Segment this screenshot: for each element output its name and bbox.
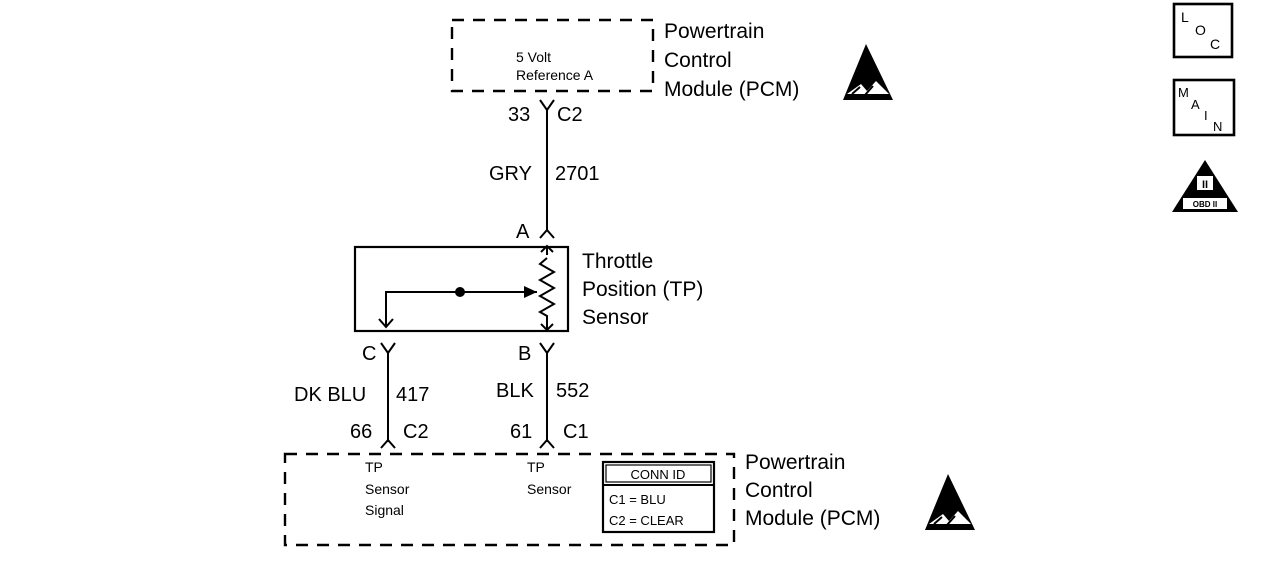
tp-wiper-arm — [385, 291, 537, 327]
main-letter-a: A — [1191, 97, 1200, 112]
conn-id-table: CONN ID C1 = BLU C2 = CLEAR — [601, 460, 716, 534]
loc-letter-c: C — [1210, 36, 1220, 52]
tp-wiper-down-arrow — [378, 318, 394, 329]
top-pcm-box — [450, 18, 655, 93]
wire-gry-circuit: 2701 — [555, 163, 600, 185]
wire-blk-circuit: 552 — [556, 380, 589, 402]
sensor-terminal-a: A — [516, 221, 530, 243]
wire-dkblu-color: DK BLU — [294, 384, 366, 406]
wire-dkblu-pin: 66 — [350, 421, 372, 443]
sensor-terminal-c: C — [362, 343, 376, 365]
esd-warning-icon — [925, 474, 975, 530]
wire-dkblu-circuit: 417 — [396, 384, 429, 406]
top-pcm-circuit-label-line1: 5 Volt — [516, 49, 551, 65]
bottom-pcm-signal-label-line1: TP — [365, 459, 383, 475]
tp-resistor — [537, 244, 557, 332]
obd-label: OBD II — [1193, 200, 1217, 209]
bottom-pcm-name-line2: Control — [745, 479, 813, 502]
pcm-pin-66-connector-symbol — [380, 438, 396, 449]
pcm-pin-61-connector-symbol — [539, 438, 555, 449]
tp-wiper-pivot — [455, 287, 465, 297]
main-letter-n: N — [1213, 119, 1222, 134]
wire-gry-pin: 33 — [508, 104, 530, 126]
loc-letter-o: O — [1195, 22, 1206, 38]
bottom-pcm-name-line1: Powertrain — [745, 451, 845, 474]
wire-gry-connector: C2 — [557, 104, 583, 126]
sensor-terminal-b: B — [518, 343, 531, 365]
conn-id-title: CONN ID — [631, 467, 686, 482]
wire-blk-color: BLK — [496, 380, 534, 402]
loc-letter-l: L — [1181, 9, 1189, 25]
tp-sensor-name-line1: Throttle — [582, 250, 653, 273]
bottom-pcm-name-line3: Module (PCM) — [745, 507, 880, 530]
top-pcm-name-line2: Control — [664, 49, 732, 72]
main-letter-m: M — [1178, 85, 1189, 100]
bottom-pcm-ground-label-line2: Sensor — [527, 481, 572, 497]
bottom-pcm-signal-label-line2: Sensor — [365, 481, 410, 497]
bottom-pcm-box — [283, 452, 736, 547]
esd-warning-icon — [843, 44, 893, 100]
wire-gry-color: GRY — [489, 163, 532, 185]
sensor-terminal-a-connector-symbol — [539, 228, 555, 239]
wire-dkblu-connector: C2 — [403, 421, 429, 443]
obd-ii-icon[interactable]: II OBD II — [1172, 160, 1238, 212]
loc-icon[interactable]: L O C — [1172, 2, 1234, 59]
obd-numeral: II — [1202, 179, 1208, 191]
top-pcm-circuit-label-line2: Reference A — [516, 67, 594, 83]
top-pcm-name-line3: Module (PCM) — [664, 78, 799, 101]
main-icon[interactable]: M A I N — [1172, 78, 1236, 137]
tp-sensor-name-line3: Sensor — [582, 306, 649, 329]
wire-blk-connector: C1 — [563, 421, 589, 443]
wire-blk-pin: 61 — [510, 421, 532, 443]
main-letter-i: I — [1204, 108, 1208, 123]
tp-sensor-box — [353, 245, 570, 333]
conn-id-row-c2: C2 = CLEAR — [609, 513, 684, 528]
tp-wiper-arrowhead — [524, 286, 537, 298]
tp-sensor-name-line2: Position (TP) — [582, 278, 703, 301]
conn-id-row-c1: C1 = BLU — [609, 492, 666, 507]
bottom-pcm-ground-label-line1: TP — [527, 459, 545, 475]
bottom-pcm-signal-label-line3: Signal — [365, 502, 404, 518]
top-pcm-name-line1: Powertrain — [664, 20, 764, 43]
